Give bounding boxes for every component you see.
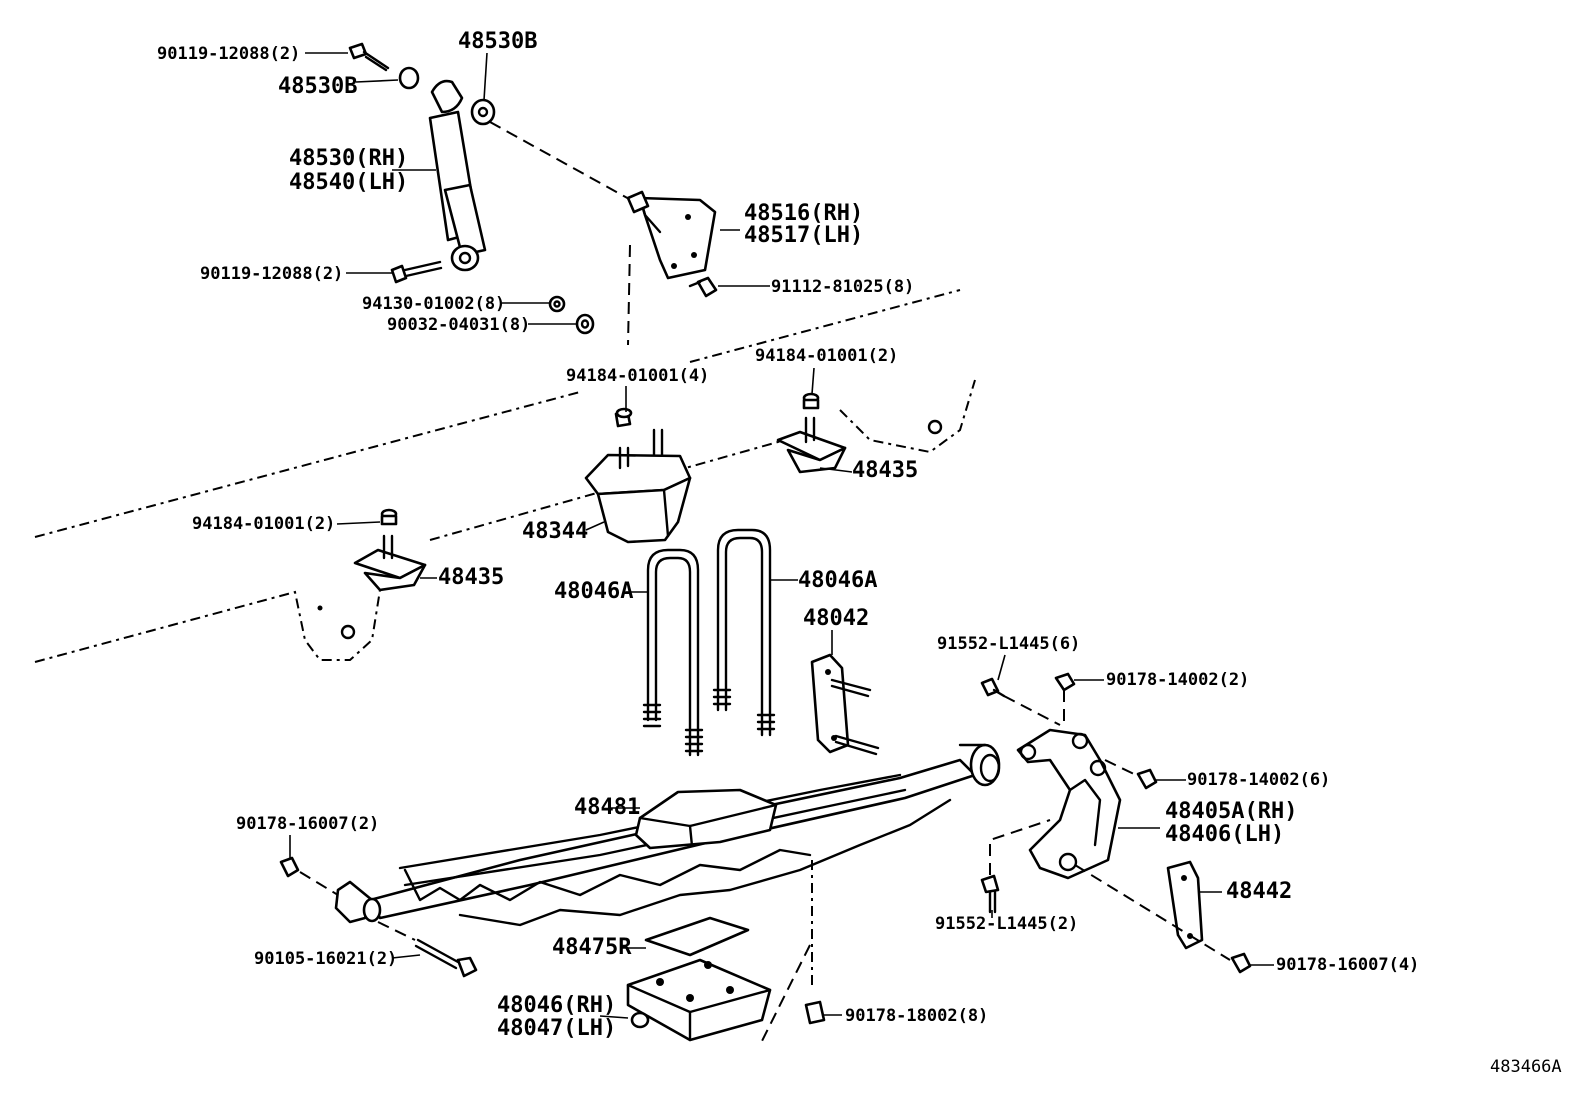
u-bolt-left — [642, 548, 704, 757]
callout-bushing-48530b-top: 48530B — [458, 29, 537, 54]
shackle-48442 — [1166, 860, 1204, 950]
shock-bracket — [626, 190, 717, 280]
callout-bracket-48046-rh: 48046(RH) — [497, 993, 616, 1018]
callout-nut-94130-01002: 94130-01002(8) — [362, 294, 505, 314]
callout-spring-pad-48481: 48481 — [574, 795, 640, 820]
callout-bolt-91112-81025: 91112-81025(8) — [771, 277, 914, 297]
seat-plate-48042 — [810, 653, 880, 756]
bound-stopper-left — [353, 534, 427, 592]
u-bolt-right — [712, 528, 776, 737]
spring-bracket-48046 — [626, 958, 772, 1042]
callout-hanger-48405a-rh: 48405A(RH) — [1165, 799, 1297, 824]
callout-bracket-48516-rh: 48516(RH) — [744, 201, 863, 226]
nut-90178-14002-top — [1054, 672, 1076, 692]
nut-94184-01001-center — [614, 407, 633, 428]
callout-bolt-90119-12088-top: 90119-12088(2) — [157, 44, 300, 64]
spring-seat-48475r — [644, 916, 750, 957]
callout-u-bolt-left: 48046A — [554, 579, 633, 604]
callout-nut-90178-16007-rear: 90178-16007(4) — [1276, 955, 1419, 975]
callout-bushing-48530b-left: 48530B — [278, 74, 357, 99]
washer-90032-04031 — [575, 313, 595, 335]
nut-94130-01002 — [548, 295, 566, 313]
bolt-bottom-shock — [390, 260, 443, 284]
lower-bolt-dashline — [989, 819, 1051, 875]
bolt-90105-16021 — [414, 938, 478, 978]
hanger-bolt-dashline — [1003, 695, 1061, 726]
callout-bound-stopper-right: 48435 — [852, 458, 918, 483]
bolt-91552-l1445-lower — [980, 874, 1000, 914]
callout-spring-seat-48475r: 48475R — [552, 935, 632, 960]
callout-washer-90032-04031: 90032-04031(8) — [387, 315, 530, 335]
callout-nut-90178-16007-front: 90178-16007(2) — [236, 814, 379, 834]
bolt-91112-81025 — [688, 276, 718, 298]
callout-bracket-48047-lh: 48047(LH) — [497, 1016, 616, 1041]
shock-absorber — [428, 79, 487, 272]
frame-outline-lower — [34, 589, 381, 663]
callout-bracket-48517-lh: 48517(LH) — [744, 223, 863, 248]
nut-90178-14002-side — [1136, 768, 1158, 790]
shackle-dashline — [1074, 864, 1231, 961]
front-eye-dashline — [299, 871, 339, 896]
callout-bolt-91552-l1445-lower: 91552-L1445(2) — [935, 914, 1078, 934]
nut-94184-01001-left — [380, 508, 398, 526]
callout-shock-48540-lh: 48540(LH) — [289, 170, 408, 195]
nut-90178-16007-front — [279, 856, 300, 878]
leader-lines — [289, 52, 1274, 1019]
callout-seat-plate-48042: 48042 — [803, 606, 869, 631]
callout-bound-stopper-left: 48435 — [438, 565, 504, 590]
callout-hanger-48406-lh: 48406(LH) — [1165, 822, 1284, 847]
callout-bolt-90105-16021: 90105-16021(2) — [254, 949, 397, 969]
callout-nut-90178-18002: 90178-18002(8) — [845, 1006, 988, 1026]
shackle-hanger-48405a — [1016, 728, 1122, 880]
callout-shock-48530-rh: 48530(RH) — [289, 146, 408, 171]
callout-shackle-48442: 48442 — [1226, 879, 1292, 904]
nut-94184-01001-right — [802, 392, 820, 410]
bushing-48530b-left — [398, 66, 420, 90]
callout-bolt-91552-l1445-upper: 91552-L1445(6) — [937, 634, 1080, 654]
callout-u-bolt-right: 48046A — [798, 568, 877, 593]
hanger-side-dashline — [1104, 759, 1139, 777]
spring-bushing-front — [334, 880, 382, 924]
bolt-91552-l1445-upper — [980, 677, 1006, 698]
callout-nut-90178-14002-top: 90178-14002(2) — [1106, 670, 1249, 690]
bound-stopper-right — [776, 416, 847, 474]
bushing-48530b-right — [470, 98, 496, 126]
figure-code: 483466A — [1490, 1057, 1562, 1077]
nut-90178-18002 — [804, 1000, 826, 1025]
callout-bolt-90119-12088-bottom: 90119-12088(2) — [200, 264, 343, 284]
bolt-top-shock — [348, 42, 390, 72]
callout-nut-90178-14002-side: 90178-14002(6) — [1187, 770, 1330, 790]
spring-pad-48481 — [634, 788, 778, 850]
shock-to-bracket-dashline — [489, 121, 641, 206]
bump-stopper-48344 — [584, 428, 692, 544]
callout-bump-stopper-48344: 48344 — [522, 519, 588, 544]
callout-nut-94184-01001-right: 94184-01001(2) — [755, 346, 898, 366]
bracket-dashline — [627, 244, 631, 346]
callout-nut-94184-01001-left: 94184-01001(2) — [192, 514, 335, 534]
callout-nut-94184-01001-center: 94184-01001(4) — [566, 366, 709, 386]
front-bolt-dashline — [377, 921, 416, 941]
nut-90178-16007-rear — [1230, 952, 1252, 974]
